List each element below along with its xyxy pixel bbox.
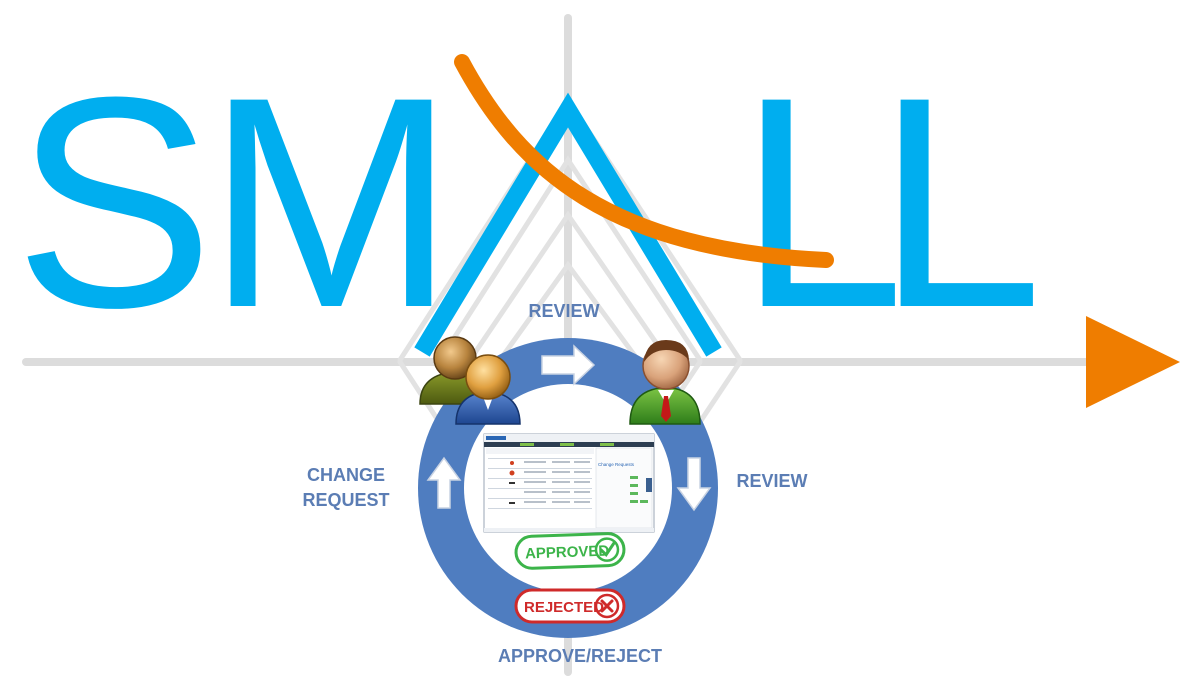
screenshot-panel-title: Change Requests bbox=[598, 462, 635, 467]
app-screenshot-thumbnail: Change Requests bbox=[483, 433, 655, 533]
orange-swoosh-curve bbox=[454, 54, 834, 268]
arrow-down-icon bbox=[676, 457, 712, 512]
arrow-up-icon bbox=[426, 456, 462, 509]
small-logo: S M L L bbox=[14, 34, 1043, 370]
approved-stamp: APPROVED bbox=[514, 532, 626, 570]
approved-stamp-text: APPROVED bbox=[525, 543, 610, 563]
logo-letter-a-stroke bbox=[414, 92, 722, 357]
reviewer-person-icon bbox=[629, 340, 701, 425]
label-change-request-line2: REQUEST bbox=[302, 490, 389, 510]
label-approve-reject: APPROVE/REJECT bbox=[498, 646, 662, 666]
label-review-right: REVIEW bbox=[736, 471, 807, 491]
logo-letter-l-first: L bbox=[738, 34, 905, 370]
check-icon bbox=[594, 537, 620, 562]
logo-letter-l-second: L bbox=[876, 34, 1043, 370]
arrow-right-icon bbox=[541, 344, 596, 386]
x-icon bbox=[594, 593, 620, 619]
logo-letter-m: M bbox=[206, 34, 456, 370]
rejected-stamp: REJECTED bbox=[514, 588, 626, 624]
cycle-arrows bbox=[426, 344, 712, 512]
timeline-arrowhead-icon bbox=[1086, 316, 1180, 408]
label-review-top: REVIEW bbox=[528, 301, 599, 321]
logo-letter-s: S bbox=[14, 34, 214, 370]
cycle-labels: REVIEW REVIEW CHANGE REQUEST APPROVE/REJ… bbox=[302, 301, 807, 666]
requester-group-icon bbox=[419, 336, 521, 425]
label-change-request-line1: CHANGE bbox=[307, 465, 385, 485]
rejected-stamp-text: REJECTED bbox=[524, 599, 604, 616]
